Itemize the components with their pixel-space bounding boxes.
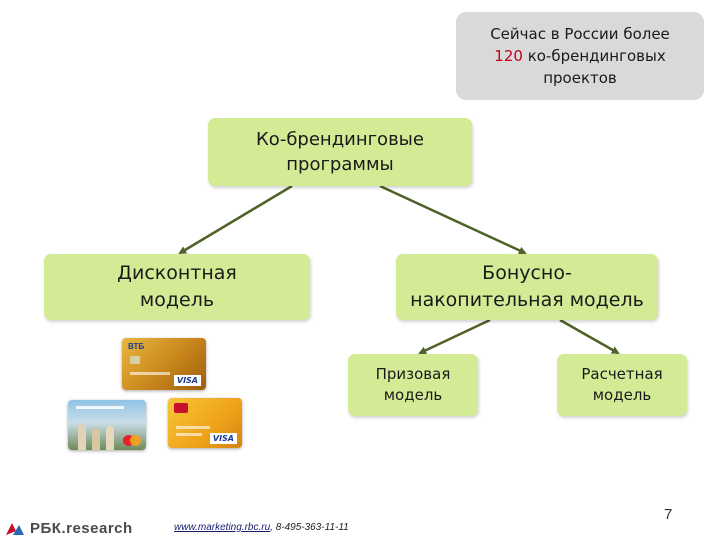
card-number-stripe [130, 372, 170, 375]
node-cobranding-programs: Ко-брендинговые программы [208, 118, 472, 186]
footer-website-link[interactable]: www.marketing.rbc.ru [174, 522, 271, 533]
card-brand-badge-icon [174, 403, 188, 413]
footer-contacts: www.marketing.rbc.ru, 8-495-363-11-11 [174, 522, 349, 533]
callout-box: Сейчас в России более 120 ко-брендинговы… [456, 12, 704, 100]
callout-line-3: проектов [543, 69, 617, 87]
node-root-line-1: Ко-брендинговые [256, 129, 424, 150]
footer-phone: , 8-495-363-11-11 [270, 522, 349, 533]
callout-line-2-text: ко-брендинговых [522, 47, 666, 65]
rbc-logo-text: РБК.research [30, 519, 133, 537]
runner-figure-icon [78, 424, 86, 450]
card-header-stripe [76, 406, 124, 409]
callout-number: 120 [494, 47, 523, 65]
callout-line-2: 120 ко-брендинговых [494, 45, 665, 67]
node-bonus-line-1: Бонусно- [482, 262, 572, 284]
arrow-root-to-bonus [379, 184, 527, 255]
gold-card-image: VISA [168, 398, 242, 448]
vtb-card-brand: ВТБ [128, 342, 145, 351]
visa-logo: VISA [209, 433, 237, 444]
node-discount-line-2: модель [139, 289, 215, 311]
node-settlement-line-2: модель [592, 386, 652, 404]
callout-line-1: Сейчас в России более [490, 25, 670, 43]
node-bonus-line-2: накопительная модель [410, 289, 644, 311]
arrow-root-to-discount [178, 184, 293, 255]
rbc-research-logo: РБК.research [4, 518, 133, 538]
runner-figure-icon [92, 428, 100, 450]
node-settlement-line-1: Расчетная [581, 365, 663, 383]
visa-logo: VISA [173, 375, 201, 386]
mastercard-logo-icon [123, 435, 141, 446]
node-discount-model: Дисконтная модель [44, 254, 310, 320]
card-number-stripe [176, 426, 210, 429]
arrow-bonus-to-prize [418, 318, 491, 355]
card-chip-icon [130, 356, 140, 364]
rbc-logo-icon [6, 523, 24, 535]
node-root-line-2: программы [286, 154, 394, 175]
sport-card-image [68, 400, 146, 450]
node-prize-model: Призовая модель [348, 354, 478, 416]
card-name-stripe [176, 433, 202, 436]
node-bonus-model: Бонусно- накопительная модель [396, 254, 658, 320]
runner-figure-icon [106, 426, 114, 450]
vtb-card-image: ВТБ VISA [122, 338, 206, 390]
node-settlement-model: Расчетная модель [557, 354, 687, 416]
node-prize-line-2: модель [383, 386, 443, 404]
page-number: 7 [664, 506, 673, 523]
node-discount-line-1: Дисконтная [117, 262, 237, 284]
arrow-bonus-to-settlement [559, 318, 620, 355]
node-prize-line-1: Призовая [375, 365, 451, 383]
